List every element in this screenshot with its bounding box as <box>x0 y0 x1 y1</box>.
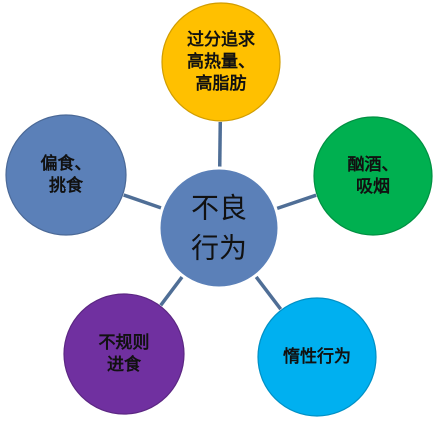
node-label-line: 不规则 <box>99 332 150 353</box>
node-left-top: 偏食、挑食 <box>5 114 127 236</box>
node-right-bottom: 惰性行为 <box>257 297 377 417</box>
connector-right-bottom <box>254 275 283 311</box>
connector-top <box>217 121 223 168</box>
node-label-line: 过分追求 <box>187 29 255 50</box>
node-circle-left-top <box>5 114 127 236</box>
node-label-line: 高脂肪 <box>196 73 247 94</box>
connector-left-top <box>123 193 162 210</box>
node-label-line: 酗酒、 <box>348 154 399 175</box>
node-circle-right-top <box>313 116 433 236</box>
node-label-line: 吸烟 <box>356 176 390 197</box>
node-label-line: 偏食、 <box>41 153 92 174</box>
node-circle-top <box>161 2 281 122</box>
node-circle-left-bottom <box>63 293 185 415</box>
node-label-line: 进食 <box>107 354 142 375</box>
node-label-line: 惰性行为 <box>283 346 351 367</box>
node-label-line: 行为 <box>191 232 247 265</box>
connector-right-top <box>276 193 317 211</box>
node-right-top: 酗酒、吸烟 <box>313 116 433 236</box>
node-label-line: 不良 <box>191 192 247 225</box>
node-label-line: 高热量、 <box>187 51 255 72</box>
center-circle <box>157 166 281 290</box>
connectors <box>123 121 317 311</box>
node-circle-right-bottom <box>257 297 377 417</box>
node-label-line: 挑食 <box>49 175 84 196</box>
connector-left-bottom <box>159 275 184 307</box>
